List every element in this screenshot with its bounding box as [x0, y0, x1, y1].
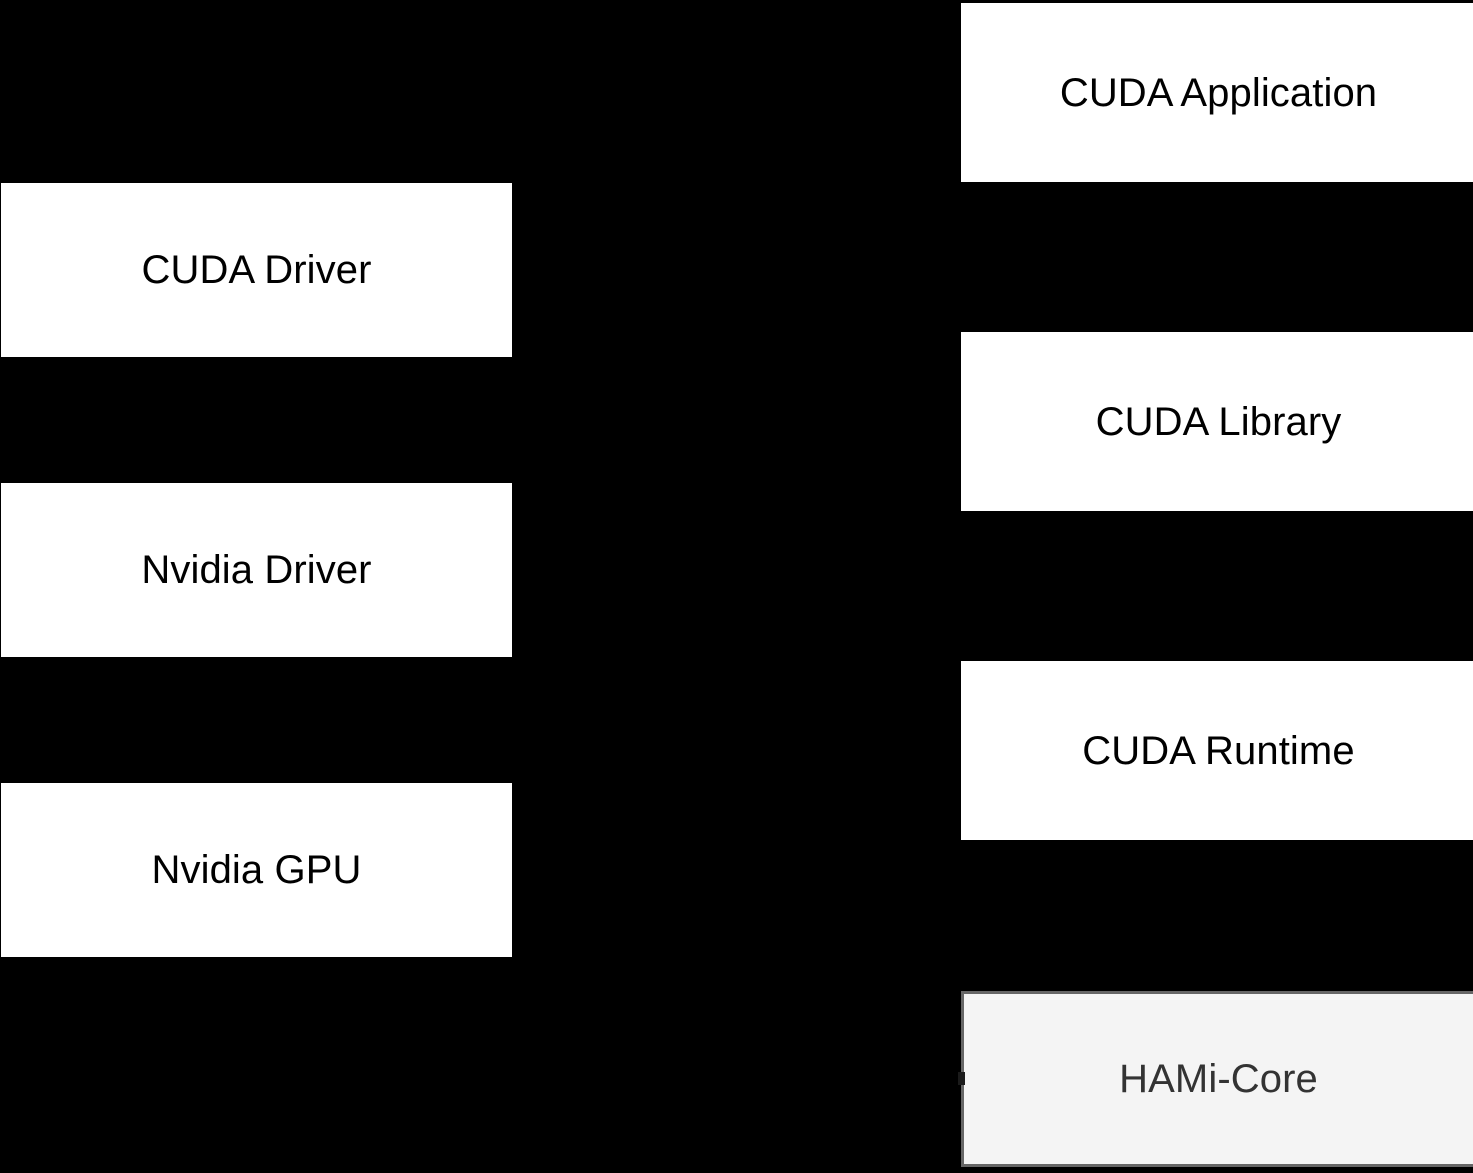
edge-connector-stub-hami-core — [958, 1072, 965, 1085]
node-cuda-runtime-label: CUDA Runtime — [1082, 728, 1355, 773]
node-cuda-driver-label: CUDA Driver — [141, 248, 372, 292]
node-nvidia-driver[interactable]: Nvidia Driver — [1, 483, 512, 657]
node-nvidia-gpu-label: Nvidia GPU — [151, 848, 362, 892]
node-cuda-runtime[interactable]: CUDA Runtime — [961, 661, 1473, 840]
node-nvidia-driver-label: Nvidia Driver — [141, 548, 372, 592]
node-nvidia-gpu[interactable]: Nvidia GPU — [1, 783, 512, 957]
node-cuda-library-label: CUDA Library — [1095, 399, 1342, 444]
node-cuda-library[interactable]: CUDA Library — [961, 332, 1473, 511]
node-hami-core-label: HAMi-Core — [1119, 1057, 1318, 1101]
node-cuda-application[interactable]: CUDA Application — [961, 3, 1473, 182]
node-cuda-application-label: CUDA Application — [1059, 70, 1378, 115]
node-cuda-driver[interactable]: CUDA Driver — [1, 183, 512, 357]
node-hami-core[interactable]: HAMi-Core — [961, 991, 1473, 1167]
